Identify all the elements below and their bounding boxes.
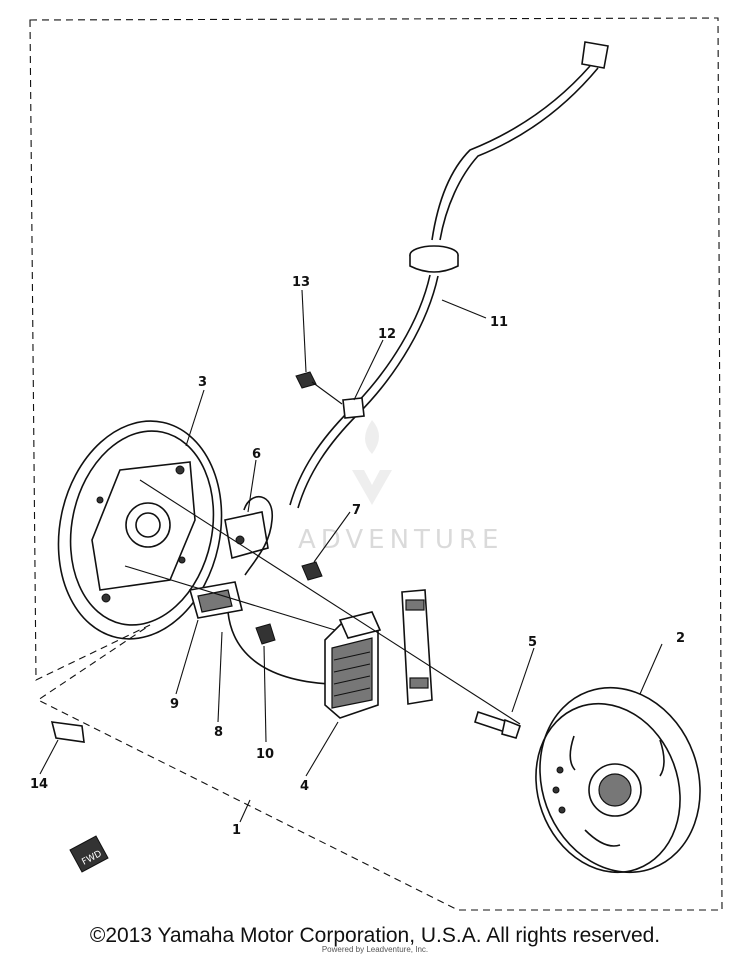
part-10-screw <box>255 623 276 645</box>
callout-8: 8 <box>214 725 223 740</box>
alignment-line <box>139 479 521 725</box>
copyright-notice: ©2013 Yamaha Motor Corporation, U.S.A. A… <box>89 924 661 947</box>
callout-1: 1 <box>232 823 241 838</box>
callout-2: 2 <box>676 631 685 646</box>
part-12-clamp <box>342 397 365 419</box>
part-8-lead-wire <box>227 611 331 685</box>
part-5-bolt <box>474 710 521 739</box>
part-9-condenser <box>188 581 243 619</box>
part-4-ignition-coil <box>324 611 382 719</box>
callout-4: 4 <box>300 779 309 794</box>
part-11-wire-harness <box>289 41 609 509</box>
callout-10: 10 <box>256 747 274 762</box>
part-7-screw <box>301 561 323 581</box>
watermark-text: ADVENTURE <box>298 525 503 555</box>
part-6-contact-breaker <box>224 495 273 576</box>
watermark-logo <box>352 420 392 505</box>
callout-9: 9 <box>170 697 179 712</box>
part-3-stator-base <box>57 420 223 640</box>
callout-7: 7 <box>352 503 361 518</box>
part-bracket-plate <box>401 589 433 705</box>
leader-lines <box>39 289 663 823</box>
exploded-parts-diagram: ADVENTURE <box>29 17 723 911</box>
callout-12: 12 <box>378 327 396 342</box>
fwd-direction-tag: FWD <box>69 835 109 873</box>
part-14-screw <box>50 721 85 743</box>
callout-13: 13 <box>292 275 310 290</box>
part-2-flywheel <box>535 686 701 874</box>
callout-14: 14 <box>30 777 48 792</box>
alignment-line <box>124 565 336 631</box>
callout-11: 11 <box>490 315 508 330</box>
powered-by-credit: Powered by Leadventure, Inc. <box>321 945 429 954</box>
callout-3: 3 <box>198 375 207 390</box>
callout-6: 6 <box>252 447 261 462</box>
callout-5: 5 <box>528 635 537 650</box>
part-13-screw <box>295 371 343 405</box>
